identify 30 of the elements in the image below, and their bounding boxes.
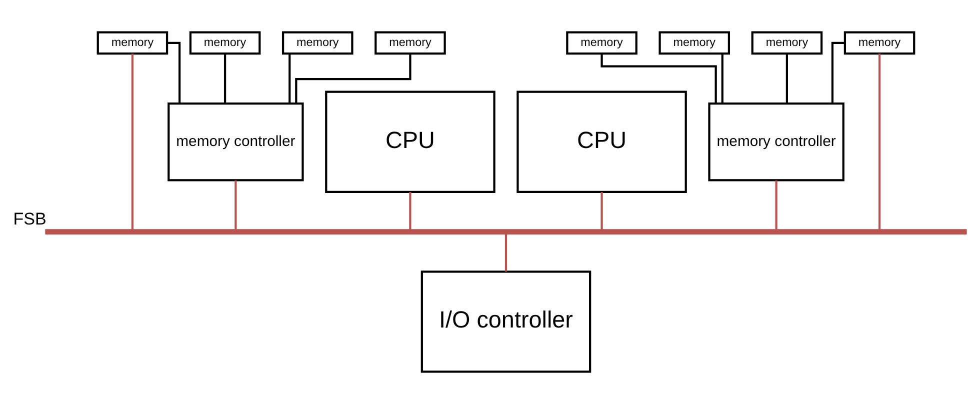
node-box: memory [566, 30, 638, 54]
connector [409, 192, 412, 230]
connector [831, 41, 845, 103]
node-box: CPU [516, 90, 687, 192]
node-box: memory controller [168, 102, 304, 181]
node-box: memory controller [708, 102, 844, 181]
node-box: memory [658, 30, 730, 54]
node-box: memory [374, 30, 446, 54]
connector [775, 180, 778, 230]
connector [786, 53, 788, 103]
node-box: I/O controller [420, 270, 592, 372]
connector [295, 53, 412, 104]
node-box: memory [751, 30, 823, 54]
connector [600, 192, 603, 230]
connector [504, 233, 508, 271]
node-label: FSB [13, 209, 46, 228]
node-box: memory [96, 30, 168, 54]
node-bar [45, 228, 967, 234]
node-box: CPU [325, 90, 496, 192]
connector [600, 53, 717, 103]
node-box: memory [844, 30, 916, 54]
node-box: memory [189, 30, 261, 54]
connector [288, 53, 291, 104]
node-box: memory [282, 30, 354, 54]
connector [234, 180, 237, 230]
connector [131, 53, 134, 230]
connector [224, 53, 226, 104]
connector [878, 53, 881, 230]
connector [167, 41, 181, 103]
connector [721, 53, 724, 103]
